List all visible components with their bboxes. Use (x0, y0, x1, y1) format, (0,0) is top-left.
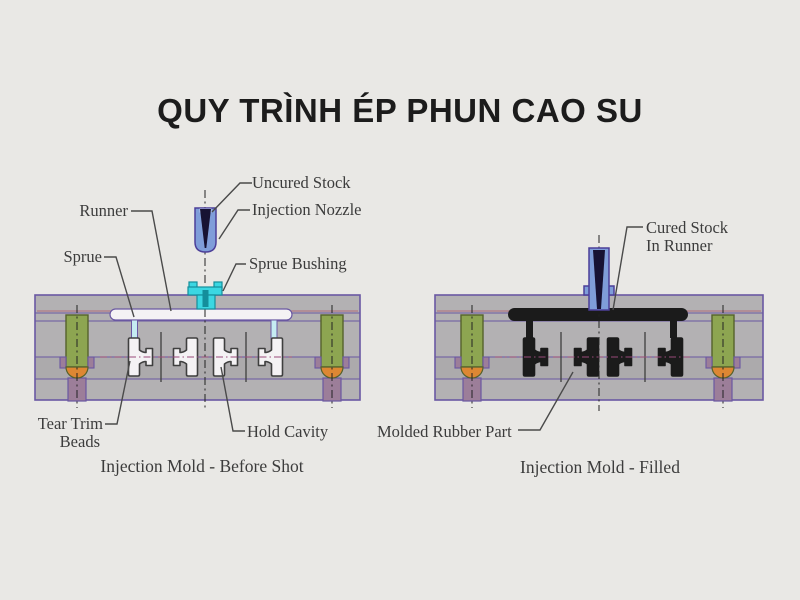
sprue-bushing-shape (187, 281, 223, 310)
leader-runner (131, 210, 172, 312)
leader-uncured-stock (211, 182, 252, 213)
sprue-channel (131, 319, 138, 340)
cured-sprue-drop (670, 319, 677, 338)
leader-tear-trim-beads (105, 360, 131, 425)
label-sprue: Sprue (64, 247, 103, 266)
label-sprue-bushing: Sprue Bushing (249, 254, 347, 273)
page-title: QUY TRÌNH ÉP PHUN CAO SU (157, 92, 643, 129)
injection-nozzle-shape (194, 207, 217, 253)
left-mold-diagram: Uncured Stock Injection Nozzle Runner Sp… (34, 173, 362, 476)
leader-sprue (104, 256, 135, 318)
uncured-stock-shape (200, 209, 211, 248)
right-caption: Injection Mold - Filled (520, 457, 680, 477)
label-molded-rubber-part: Molded Rubber Part (377, 422, 512, 441)
label-tear-trim-beads-line2: Beads (60, 432, 100, 451)
cured-sprue-shape (593, 250, 605, 309)
label-tear-trim-beads-line1: Tear Trim (38, 414, 103, 433)
left-caption: Injection Mold - Before Shot (100, 456, 303, 476)
label-cured-stock-line1: Cured Stock (646, 218, 729, 237)
label-injection-nozzle: Injection Nozzle (252, 200, 362, 219)
right-mold-diagram: Cured Stock In Runner Molded Rubber Part… (377, 218, 764, 477)
label-cured-stock-line2: In Runner (646, 236, 713, 255)
leader-sprue-bushing (222, 263, 246, 292)
cured-sprue-drop (526, 319, 533, 338)
leader-hold-cavity (220, 366, 245, 432)
runner-channel (109, 308, 293, 321)
leader-molded-rubber-part (518, 371, 574, 431)
label-uncured-stock: Uncured Stock (252, 173, 351, 192)
cured-runner-shape (508, 308, 688, 321)
sprue-channel (270, 319, 278, 340)
leader-cured-stock (612, 226, 643, 311)
label-hold-cavity: Hold Cavity (247, 422, 329, 441)
sprue-with-cured-stock (583, 247, 615, 311)
label-runner: Runner (79, 201, 128, 220)
leader-injection-nozzle (218, 209, 250, 240)
